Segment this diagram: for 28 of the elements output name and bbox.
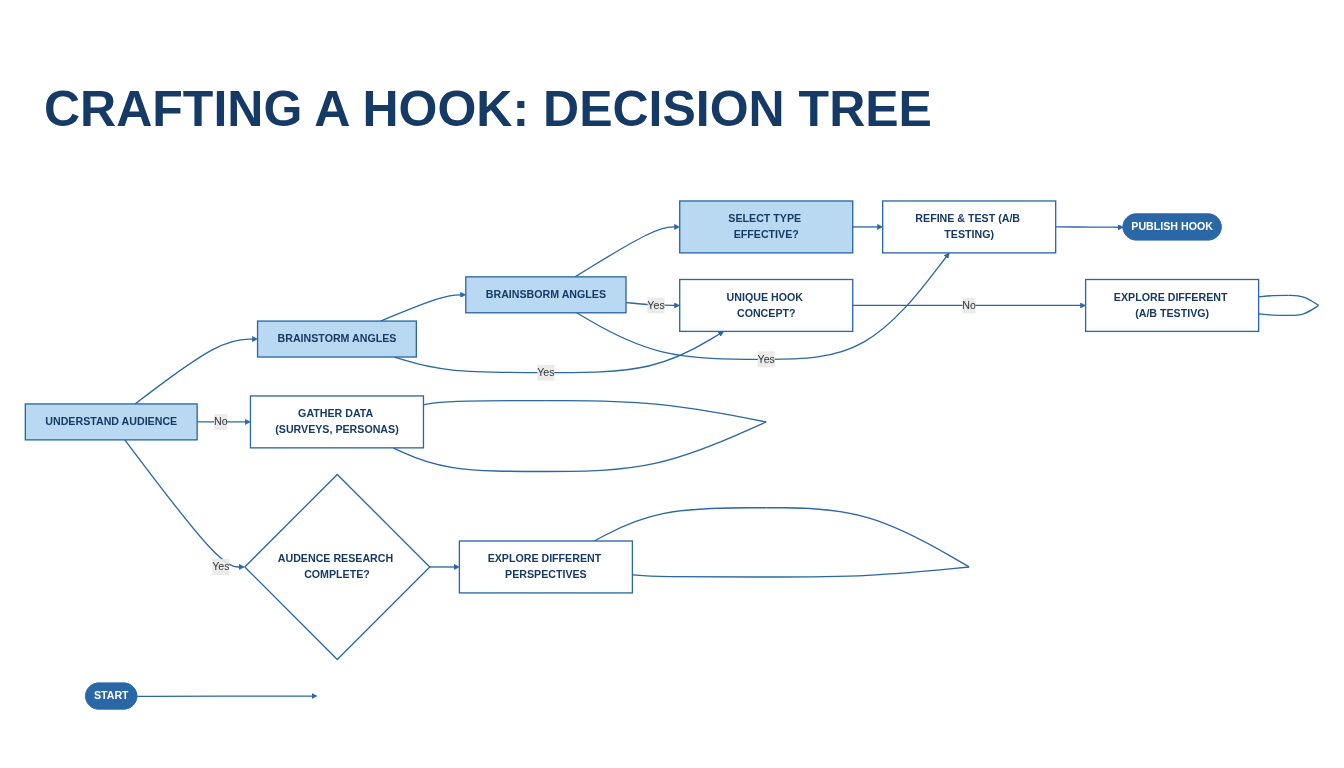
arrow bbox=[428, 564, 460, 570]
arrow bbox=[575, 252, 950, 360]
arrow bbox=[852, 302, 1086, 309]
arrow bbox=[852, 224, 883, 230]
edge-label: Yes bbox=[647, 299, 665, 311]
arrow bbox=[134, 336, 258, 405]
edge-label: No bbox=[962, 299, 976, 311]
arrow bbox=[1055, 224, 1124, 231]
arrow bbox=[124, 439, 245, 570]
node-box: BRAINSBORM ANGLES bbox=[465, 276, 627, 314]
edge-label: Yes bbox=[757, 353, 775, 365]
edge-label: Yes bbox=[212, 560, 230, 573]
edge-label: Yes bbox=[537, 366, 555, 378]
node-box: REFINE & TEST (A/B TESTING) bbox=[882, 200, 1057, 254]
node-diamond: AUDENCE RESEARCH COMPLETE? bbox=[243, 473, 431, 661]
connector bbox=[392, 399, 767, 473]
node-box: BRAINSTORM ANGLES bbox=[256, 320, 418, 358]
node-box: EXPLORE DIFFERENT (A/B TESTIVG) bbox=[1084, 278, 1260, 333]
connector bbox=[593, 507, 970, 578]
node-box: UNIQUE HOOK CONCEPT? bbox=[679, 278, 854, 333]
node-box: SELECT TYPE EFFECTIVE? bbox=[679, 200, 854, 254]
node-box: UNDERSTAND AUDIENCE bbox=[24, 403, 198, 441]
arrow bbox=[574, 224, 680, 278]
edge-label: No bbox=[214, 415, 228, 428]
title: CRAFTING A HOOK: DECISION TREE bbox=[43, 80, 933, 139]
node-box: GATHER DATA (SURVEYS, PERSONAS) bbox=[249, 395, 425, 449]
node-box: EXPLORE DIFFERENT PERSPECTIVES bbox=[458, 540, 634, 594]
arrow bbox=[136, 693, 318, 699]
